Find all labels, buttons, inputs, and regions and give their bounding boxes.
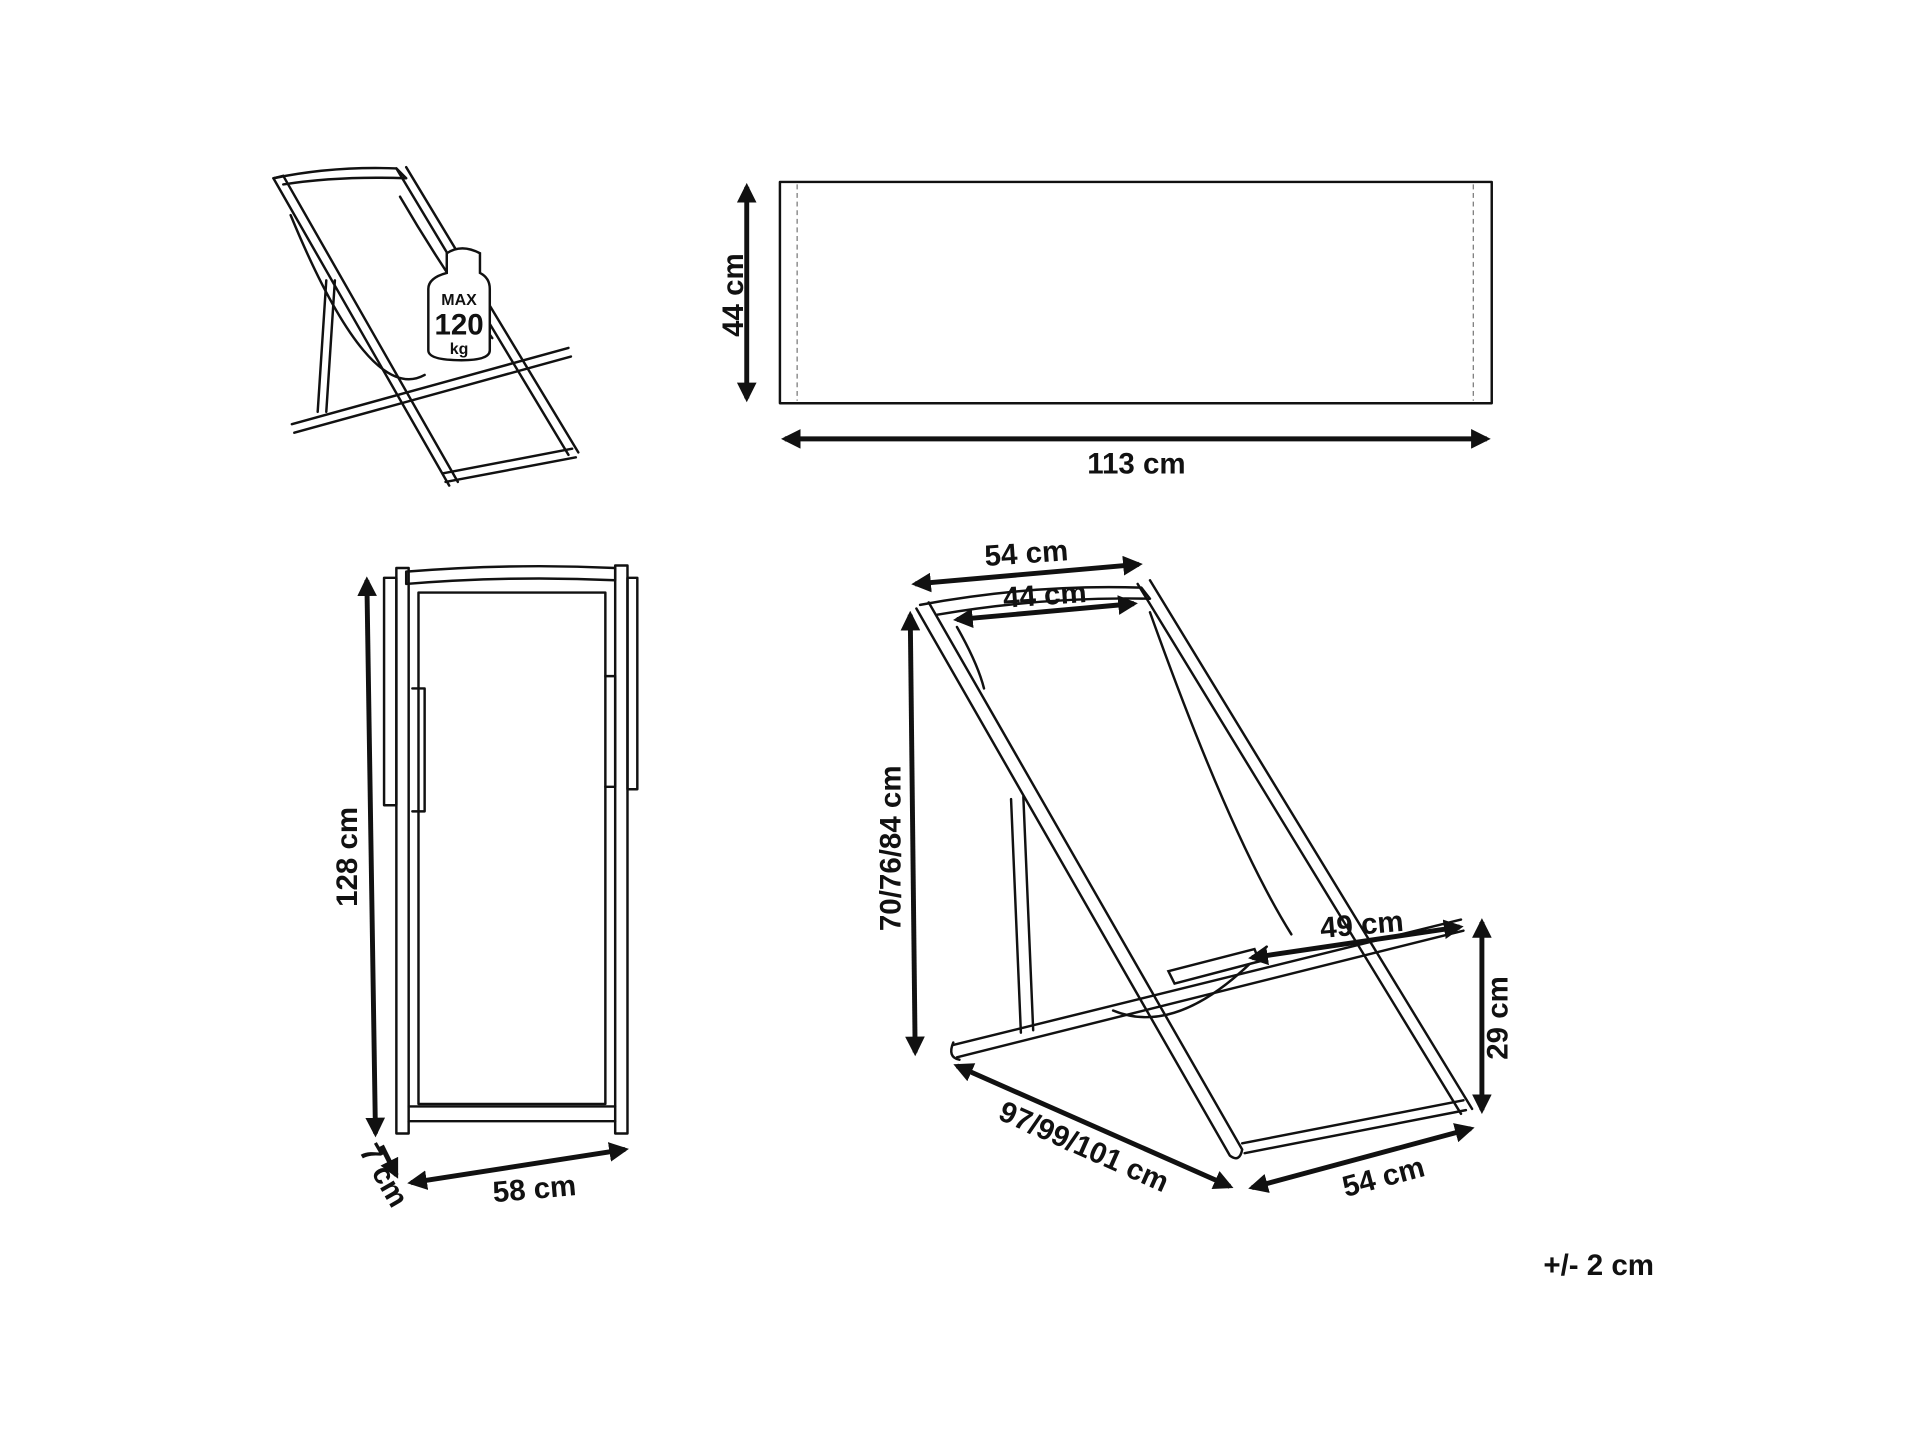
armrest-arrow (1248, 919, 1464, 966)
height-label: 70/76/84 cm (874, 765, 907, 931)
tolerance-note: +/- 2 cm (1543, 1249, 1654, 1282)
folded-depth-arrow (379, 1144, 399, 1179)
capacity-max-label: MAX (441, 292, 477, 309)
fabric-dimension-view: 44 cm 113 cm (717, 180, 1493, 480)
bottom-width-arrow (1248, 1123, 1475, 1193)
capacity-unit: kg (450, 341, 469, 358)
top-inner-width-arrow (953, 595, 1138, 628)
fabric-rectangle (778, 180, 1493, 405)
folded-width-arrow (407, 1142, 629, 1190)
chair-capacity-illustration: MAX 120 kg (272, 165, 580, 487)
open-chair-view: 54 cm 44 cm 70/76/84 cm 49 cm 29 cm 97/9… (874, 534, 1514, 1204)
folded-chair-view: 128 cm 58 cm 7 cm (331, 564, 639, 1213)
folded-depth-label: 7 cm (353, 1138, 415, 1213)
capacity-value: 120 (434, 308, 483, 341)
weight-icon: MAX 120 kg (427, 247, 492, 362)
top-outer-width-label: 54 cm (983, 534, 1069, 573)
fabric-width-label: 113 cm (1087, 447, 1185, 480)
fabric-height-label: 44 cm (717, 253, 750, 337)
folded-height-label: 128 cm (331, 807, 364, 907)
seat-height-label: 29 cm (1482, 976, 1515, 1060)
top-inner-width-label: 44 cm (1002, 576, 1088, 615)
top-outer-width-arrow (911, 555, 1143, 593)
folded-height-arrow (357, 576, 386, 1138)
folded-width-label: 58 cm (491, 1169, 577, 1209)
armrest-label: 49 cm (1319, 905, 1405, 945)
height-arrow (900, 610, 925, 1057)
depth-arrow (953, 1063, 1234, 1189)
